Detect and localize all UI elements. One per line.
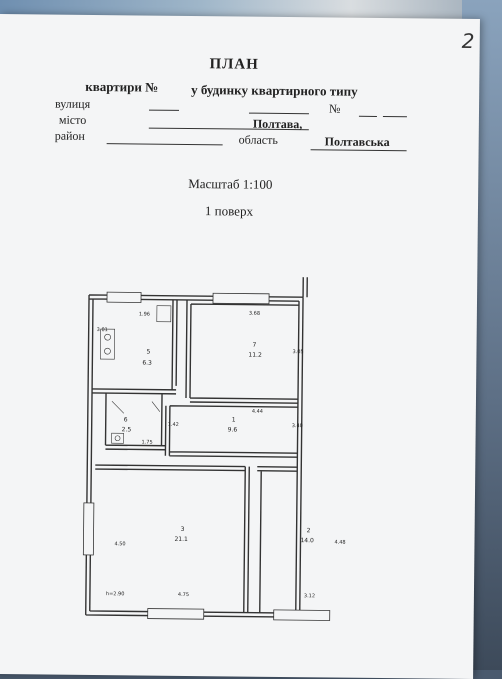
door-swing <box>111 400 161 414</box>
room-2-area: 14.0 <box>300 537 314 544</box>
room-1-area: 9.6 <box>228 426 238 433</box>
street-line-2 <box>248 112 309 115</box>
room-6-area: 2.5 <box>122 426 132 433</box>
district-label: район <box>54 128 85 143</box>
room-5-num: 5 <box>146 349 150 356</box>
window-top-right <box>212 292 270 305</box>
dim-11: 4.48 <box>334 540 345 546</box>
page-number: 2 <box>461 28 475 53</box>
room-2-num: 2 <box>307 527 311 534</box>
dim-5: 4.44 <box>252 409 263 415</box>
window-bottom-right <box>273 609 331 621</box>
number-label: № <box>328 101 341 116</box>
annex-wall <box>302 277 308 298</box>
height-note: h=2.90 <box>106 591 125 597</box>
region-value: Полтавська <box>324 134 390 150</box>
street-line-1 <box>148 109 180 111</box>
dim-6: 1.42 <box>168 422 179 428</box>
subtitle-apartment: квартири № <box>85 78 159 95</box>
scale-label: Масштаб 1:100 <box>188 175 273 192</box>
room-6-num: 6 <box>124 416 128 423</box>
city-value: Полтава, <box>252 116 303 132</box>
dim-2: 3.68 <box>249 311 260 317</box>
room-7-area: 11.2 <box>248 352 262 359</box>
wall-room3 <box>95 464 250 613</box>
window-left <box>82 502 95 556</box>
room-3-num: 3 <box>181 526 185 533</box>
window-top-left <box>106 291 142 303</box>
dim-8: 3.40 <box>292 423 303 429</box>
window-bottom-left <box>147 608 205 620</box>
dim-3: 3.01 <box>97 327 108 333</box>
wall-room5 <box>92 299 178 395</box>
dim-7: 1.75 <box>141 440 152 446</box>
floor-plan: 5 6.3 7 11.2 6 2.5 1 9.6 3 21.1 2 14.0 1… <box>82 277 346 621</box>
wall-room6 <box>104 393 166 451</box>
stove-fixture <box>100 328 116 360</box>
number-line-1 <box>358 115 377 117</box>
toilet-fixture <box>111 432 124 444</box>
number-line-2 <box>382 116 407 118</box>
district-line <box>106 143 223 146</box>
dim-4: 3.05 <box>292 349 303 355</box>
subtitle-building: у будинку квартирного типу <box>191 82 358 99</box>
room-7-num: 7 <box>253 342 257 349</box>
wall-room7 <box>185 299 299 404</box>
document-sheet: 2 ПЛАН квартири № у будинку квартирного … <box>0 14 480 679</box>
wall-room2 <box>257 466 298 613</box>
dim-10: 4.75 <box>178 592 189 598</box>
street-label: вулиця <box>54 96 91 111</box>
document-title: ПЛАН <box>209 56 259 73</box>
room-5-area: 6.3 <box>142 360 152 367</box>
sink-fixture <box>156 305 172 323</box>
dim-1: 1.96 <box>139 311 150 317</box>
dim-9: 4.50 <box>114 541 125 547</box>
region-label: область <box>238 132 278 147</box>
wall-corridor <box>164 405 298 458</box>
city-label: місто <box>58 112 87 127</box>
floor-label: 1 поверх <box>204 203 254 219</box>
room-3-area: 21.1 <box>174 536 188 543</box>
room-1-num: 1 <box>232 416 236 423</box>
dim-12: 3.12 <box>304 593 315 599</box>
